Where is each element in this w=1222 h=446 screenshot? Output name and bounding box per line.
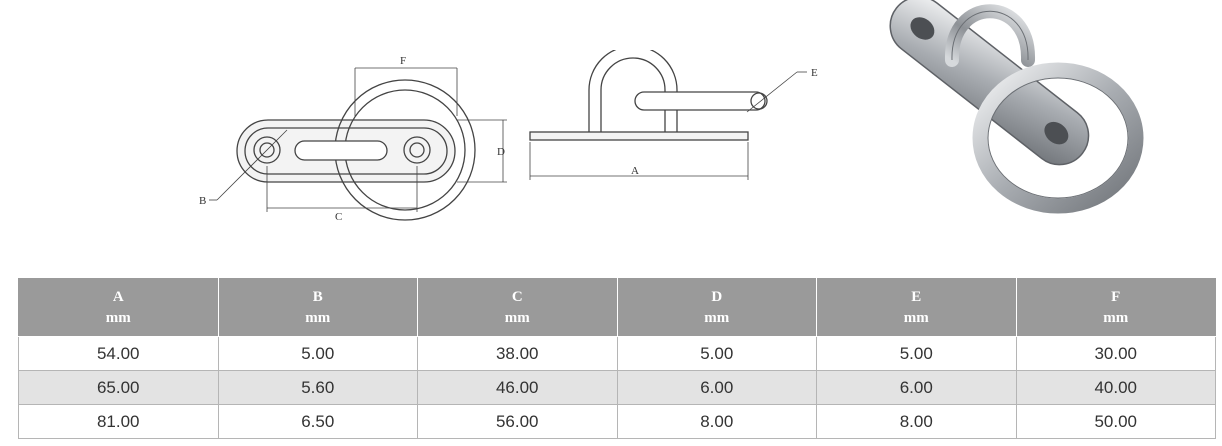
- dim-label-b: B: [199, 195, 206, 207]
- table-row: 54.00 5.00 38.00 5.00 5.00 30.00: [18, 336, 1216, 371]
- cell-e: 6.00: [816, 370, 1017, 405]
- cell-c: 38.00: [417, 336, 618, 371]
- cell-d: 6.00: [616, 370, 817, 405]
- cell-f: 30.00: [1015, 336, 1216, 371]
- top-view-drawing: F D C B: [199, 55, 507, 223]
- cell-d: 8.00: [616, 404, 817, 439]
- dim-label-c: C: [335, 211, 342, 223]
- dim-label-d: D: [497, 146, 505, 158]
- cell-a: 65.00: [18, 370, 219, 405]
- cell-e: 8.00: [816, 404, 1017, 439]
- dim-label-a: A: [631, 165, 639, 177]
- cell-a: 81.00: [18, 404, 219, 439]
- cell-d: 5.00: [616, 336, 817, 371]
- cell-b: 6.50: [217, 404, 418, 439]
- cell-c: 56.00: [417, 404, 618, 439]
- cell-a: 54.00: [18, 336, 219, 371]
- table-row: 81.00 6.50 56.00 8.00 8.00 50.00: [18, 404, 1216, 439]
- table-row: 65.00 5.60 46.00 6.00 6.00 40.00: [18, 370, 1216, 405]
- cell-e: 5.00: [816, 336, 1017, 371]
- product-photo: [889, 0, 1144, 214]
- cell-b: 5.00: [217, 336, 418, 371]
- dim-label-f: F: [400, 55, 406, 67]
- side-view-drawing: A E: [529, 50, 818, 180]
- cell-b: 5.60: [217, 370, 418, 405]
- cell-c: 46.00: [417, 370, 618, 405]
- dim-label-e: E: [811, 67, 818, 79]
- cell-f: 40.00: [1015, 370, 1216, 405]
- cell-f: 50.00: [1015, 404, 1216, 439]
